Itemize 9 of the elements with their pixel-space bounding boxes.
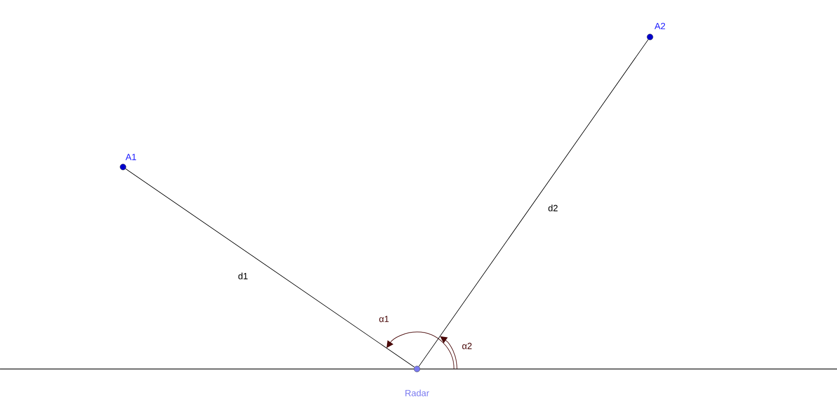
angle-label: α2 bbox=[462, 342, 472, 350]
segment-label: d1 bbox=[238, 272, 248, 280]
segment bbox=[418, 39, 648, 367]
angle-label: α1 bbox=[379, 316, 389, 322]
point-label: Radar bbox=[406, 390, 430, 396]
segment-label: d2 bbox=[548, 204, 558, 212]
point-label: A1 bbox=[126, 154, 136, 160]
point-label: A2 bbox=[654, 22, 666, 30]
segment bbox=[125, 168, 415, 368]
